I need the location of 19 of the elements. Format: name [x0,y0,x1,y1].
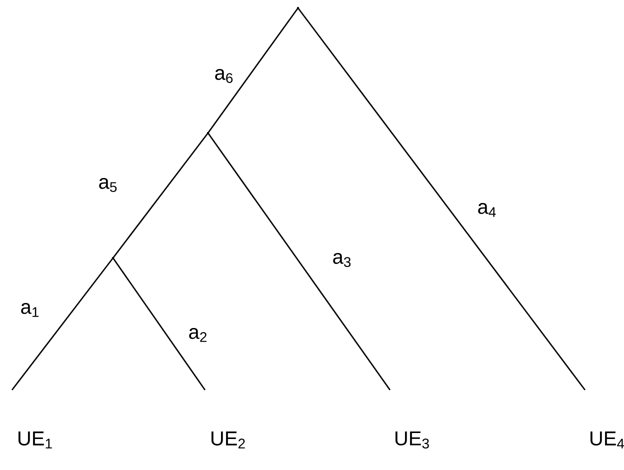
leaf-label: UE$_{4}$ [590,432,624,448]
branch-line [112,132,209,258]
edge-label: a$_{4}$ [478,203,496,217]
branch-line [112,258,206,390]
edge-label: a$_{6}$ [215,69,233,83]
leaf-label: UE$_{3}$ [396,432,429,448]
branch-line [207,8,299,134]
edge-label: a$_{2}$ [189,328,206,342]
edge-label: a$_{1}$ [21,303,39,317]
branch-line [207,132,391,390]
leaf-label: UE$_{1}$ [18,432,52,448]
junction-point [206,132,210,134]
leaf-label: UE$_{2}$ [212,432,245,448]
edge-label: a$_{3}$ [333,253,351,267]
junction-point [112,256,114,260]
junction-point [296,6,300,10]
branch-line [11,258,114,390]
branch-line [297,8,586,390]
edge-label: a$_{5}$ [99,178,117,192]
